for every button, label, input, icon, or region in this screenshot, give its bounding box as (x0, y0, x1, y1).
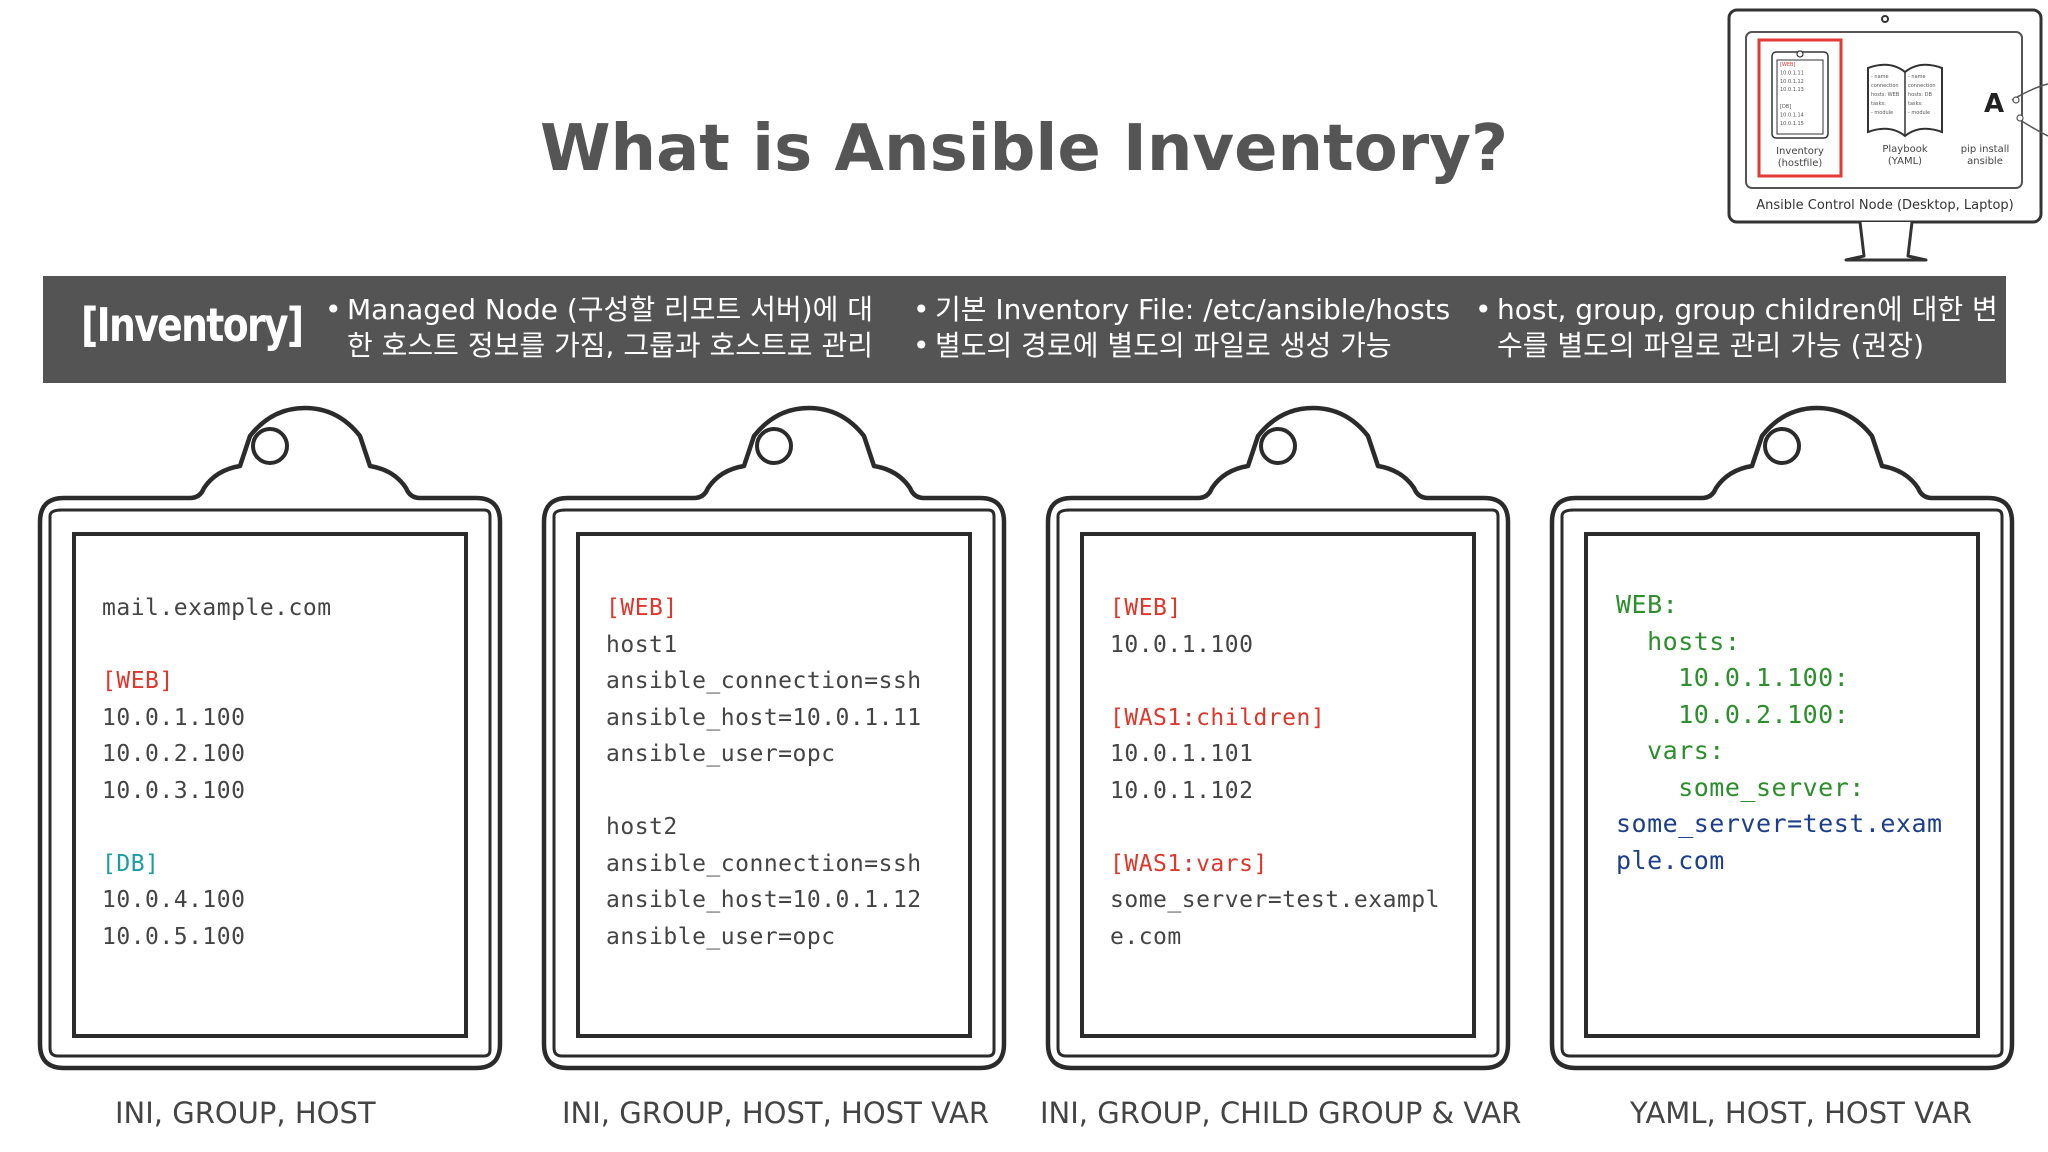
mini-text: 10.0.1.14 (1780, 112, 1804, 118)
code-line (102, 627, 332, 664)
page-title: What is Ansible Inventory? (539, 112, 1509, 186)
clipboard-2-code: [WEB] host1 ansible_connection=ssh ansible_… (606, 590, 922, 955)
code-line: hosts: (1616, 626, 1741, 656)
code-line: some_server: (1616, 772, 1865, 802)
ansible-logo-icon: A (1984, 89, 2004, 119)
code-line: ansible_user=opc (606, 923, 836, 950)
code-line: 10.0.1.100 (1110, 631, 1254, 658)
mini-text: tasks: (1871, 101, 1886, 107)
clipboard-3-caption: INI, GROUP, CHILD GROUP & VAR (1040, 1096, 1522, 1130)
banner-col-2-line-1: 기본 Inventory File: /etc/ansible/hosts (913, 292, 1450, 328)
code-line: [WEB] (606, 595, 678, 621)
banner-col-3-line-2: 수를 별도의 파일로 관리 가능 (권장) (1497, 329, 1924, 362)
clipboard-4-caption: YAML, HOST, HOST VAR (1630, 1096, 1973, 1130)
mini-text: connection (1871, 83, 1899, 89)
code-line: 10.0.1.100: (1616, 663, 1850, 692)
clipboard-3-code: [WEB] 10.0.1.100 [WAS1:children] 10.0.1.101… (1110, 590, 1440, 955)
mini-text: - name (1908, 74, 1926, 80)
mini-text: [DB] (1780, 104, 1791, 110)
mini-text: - name (1871, 74, 1889, 80)
mini-text: 10.0.1.11 (1780, 70, 1804, 76)
code-line (1110, 809, 1440, 846)
code-line: host1 (606, 631, 678, 658)
inventory-banner: [Inventory] Managed Node (구성할 리모트 서버)에 대… (43, 276, 2006, 383)
playbook-label-1: Playbook (1882, 144, 1927, 155)
code-line: 10.0.1.102 (1110, 777, 1254, 804)
banner-col-3: host, group, group children에 대한 변 수를 별도의… (1475, 292, 1998, 364)
mini-text: [WEB] (1780, 62, 1795, 68)
code-line: some_server=test.exampl (1110, 887, 1440, 913)
code-line: 10.0.3.100 (102, 777, 246, 804)
code-line: 10.0.4.100 (102, 887, 246, 913)
control-node-caption: Ansible Control Node (Desktop, Laptop) (1756, 198, 2013, 213)
mini-text: 10.0.1.15 (1780, 121, 1804, 127)
banner-col-2: 기본 Inventory File: /etc/ansible/hosts 별도… (913, 292, 1450, 364)
code-line (606, 773, 922, 810)
code-line: ansible_host=10.0.1.12 (606, 887, 922, 913)
code-line: [WEB] (1110, 595, 1182, 621)
mini-text: hosts: DB (1908, 92, 1933, 98)
mini-text: connection (1908, 83, 1936, 89)
banner-col-1: Managed Node (구성할 리모트 서버)에 대 한 호스트 정보를 가… (325, 292, 873, 364)
code-line: WEB: (1616, 590, 1679, 619)
banner-col-2-line-2: 별도의 경로에 별도의 파일로 생성 가능 (913, 328, 1450, 364)
mini-text: 10.0.1.12 (1780, 79, 1804, 85)
banner-col-3-line-1: host, group, group children에 대한 변 (1475, 292, 1998, 328)
code-line: 10.0.2.100: (1616, 699, 1850, 729)
mini-text: tasks: (1908, 101, 1923, 107)
pip-label-1: pip install (1961, 144, 2010, 155)
code-line: [WEB] (102, 668, 174, 694)
inventory-label-1: Inventory (1776, 146, 1824, 157)
code-line: 10.0.5.100 (102, 923, 246, 950)
banner-col-1-line-1: Managed Node (구성할 리모트 서버)에 대 (325, 292, 873, 328)
code-line: ansible_connection=ssh (606, 850, 922, 877)
mini-text: 10.0.1.13 (1780, 87, 1804, 93)
banner-label: [Inventory] (81, 298, 304, 352)
mini-text: - module (1871, 110, 1893, 116)
clipboard-1-caption: INI, GROUP, HOST (115, 1096, 376, 1130)
code-line (1110, 663, 1440, 700)
mini-text: - module (1908, 110, 1930, 116)
code-line: [DB] (102, 850, 160, 877)
code-line: some_server=test.exam (1616, 809, 1943, 838)
code-line (102, 809, 332, 846)
clipboard-1-code: mail.example.com [WEB] 10.0.1.100 10.0.2.10… (102, 590, 332, 955)
code-line: [WAS1:children] (1110, 704, 1326, 731)
mini-text: hosts: WEB (1871, 92, 1900, 98)
code-line: 10.0.2.100 (102, 741, 246, 767)
code-line: ple.com (1616, 845, 1725, 875)
control-node-monitor: A [WEB] 10.0.1.11 10.0.1.12 10.0.1.13 [DB] 10… (1720, 8, 2048, 270)
code-line: 10.0.1.101 (1110, 741, 1254, 767)
code-line: [WAS1:vars] (1110, 850, 1268, 877)
clipboard-2-caption: INI, GROUP, HOST, HOST VAR (562, 1096, 989, 1130)
banner-col-1-line-2: 한 호스트 정보를 가짐, 그룹과 호스트로 관리 (347, 329, 873, 362)
code-line: vars: (1616, 736, 1725, 765)
code-line: e.com (1110, 923, 1182, 950)
playbook-label-2: (YAML) (1888, 156, 1922, 167)
pip-label-2: ansible (1967, 156, 2003, 167)
code-line: ansible_user=opc (606, 741, 836, 767)
code-line: ansible_connection=ssh (606, 668, 922, 694)
code-line: host2 (606, 814, 678, 840)
inventory-label-2: (hostfile) (1778, 158, 1823, 169)
code-line: ansible_host=10.0.1.11 (606, 704, 922, 731)
code-line: mail.example.com (102, 595, 332, 621)
code-line: 10.0.1.100 (102, 704, 246, 731)
clipboard-4-code: WEB: hosts: 10.0.1.100: 10.0.2.100: vars… (1616, 588, 1943, 880)
